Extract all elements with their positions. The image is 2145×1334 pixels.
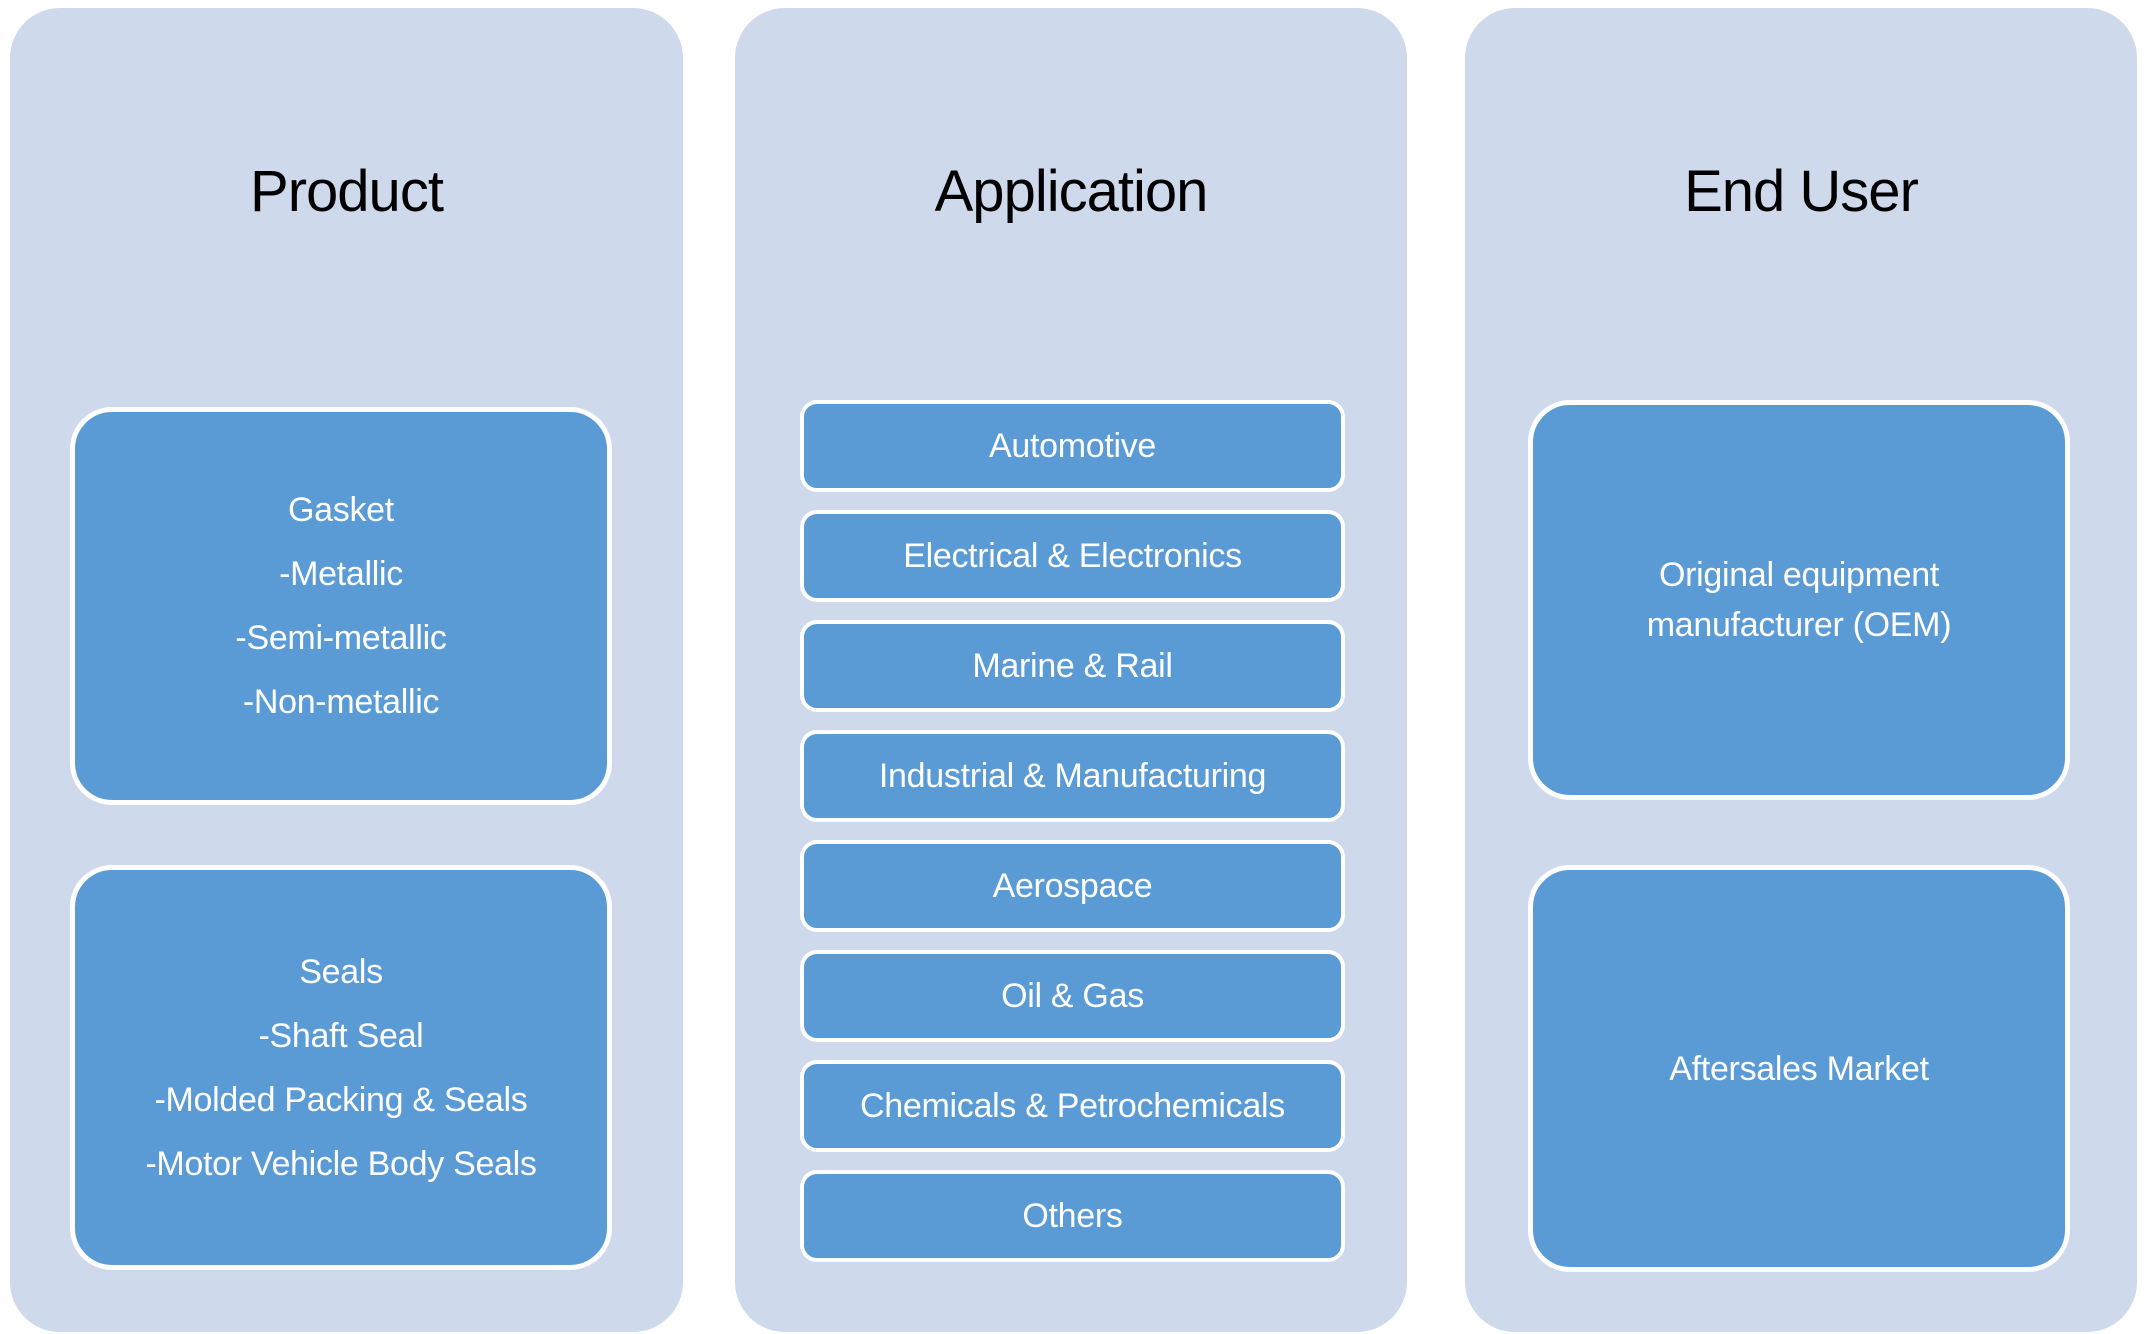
application-item-label: Aerospace <box>992 866 1153 905</box>
column-title-end-user: End User <box>1684 159 1919 224</box>
application-item: Chemicals & Petrochemicals <box>800 1060 1345 1152</box>
application-item: Electrical & Electronics <box>800 510 1345 602</box>
aftersales-market-label: Aftersales Market <box>1669 1049 1929 1088</box>
end-user-column-panel: End User Original equipment manufacturer… <box>1465 8 2137 1332</box>
application-item-label: Marine & Rail <box>972 646 1173 685</box>
application-item: Aerospace <box>800 840 1345 932</box>
seals-line: -Molded Packing & Seals <box>154 1080 528 1119</box>
seals-line: -Motor Vehicle Body Seals <box>145 1144 537 1183</box>
application-item: Oil & Gas <box>800 950 1345 1042</box>
application-item-label: Chemicals & Petrochemicals <box>860 1086 1285 1125</box>
application-item-label: Others <box>1022 1196 1123 1235</box>
application-column-panel: Application Automotive Electrical & Elec… <box>735 8 1407 1332</box>
seals-box: Seals -Shaft Seal -Molded Packing & Seal… <box>70 865 612 1270</box>
application-item-label: Industrial & Manufacturing <box>878 756 1267 795</box>
gasket-line: Gasket <box>288 491 394 529</box>
column-title-product: Product <box>250 159 444 224</box>
oem-box: Original equipment manufacturer (OEM) <box>1528 400 2070 800</box>
gasket-line: -Semi-metallic <box>235 619 447 657</box>
gasket-line: -Metallic <box>279 555 403 593</box>
application-item: Automotive <box>800 400 1345 492</box>
application-item-label: Automotive <box>988 426 1157 465</box>
oem-label: Original equipment manufacturer (OEM) <box>1646 556 1952 644</box>
application-item-label: Oil & Gas <box>1001 976 1144 1015</box>
gasket-box: Gasket -Metallic -Semi-metallic -Non-met… <box>70 407 612 805</box>
application-item: Industrial & Manufacturing <box>800 730 1345 822</box>
column-title-application: Application <box>934 159 1209 224</box>
product-column-panel: Product Gasket -Metallic -Semi-metallic … <box>10 8 683 1332</box>
aftersales-market-box: Aftersales Market <box>1528 865 2070 1272</box>
application-list: Automotive Electrical & Electronics Mari… <box>800 400 1345 1280</box>
gasket-line: -Non-metallic <box>242 683 440 721</box>
application-item: Others <box>800 1170 1345 1262</box>
application-item: Marine & Rail <box>800 620 1345 712</box>
application-item-label: Electrical & Electronics <box>903 536 1242 575</box>
seals-line: Seals <box>299 952 383 991</box>
seals-line: -Shaft Seal <box>258 1016 424 1055</box>
